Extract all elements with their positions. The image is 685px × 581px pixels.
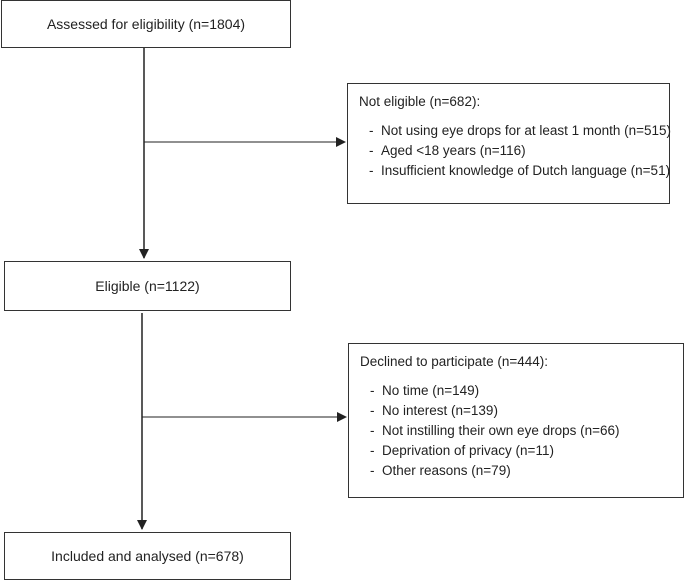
declined-box: Declined to participate (n=444): -No tim… — [348, 343, 684, 498]
list-marker: - — [369, 143, 374, 158]
list-marker: - — [370, 423, 375, 438]
list-marker: - — [370, 463, 375, 478]
reason-text: No interest (n=139) — [382, 403, 498, 418]
list-item: -No time (n=149) — [370, 381, 683, 401]
list-item: -No interest (n=139) — [370, 401, 683, 421]
not-eligible-box: Not eligible (n=682): -Not using eye dro… — [347, 83, 672, 204]
reason-text: Not using eye drops for at least 1 month… — [381, 123, 672, 138]
eligible-box: Eligible (n=1122) — [4, 261, 291, 311]
list-marker: - — [369, 163, 374, 178]
list-item: -Other reasons (n=79) — [370, 461, 683, 481]
reason-text: Deprivation of privacy (n=11) — [382, 443, 554, 458]
not-eligible-heading: Not eligible (n=682): — [359, 94, 481, 109]
list-item: -Deprivation of privacy (n=11) — [370, 441, 683, 461]
eligible-label: Eligible (n=1122) — [95, 278, 200, 294]
reason-text: Insufficient knowledge of Dutch language… — [381, 163, 671, 178]
not-eligible-reasons: -Not using eye drops for at least 1 mont… — [359, 121, 672, 181]
assessed-label: Assessed for eligibility (n=1804) — [46, 16, 246, 32]
included-label: Included and analysed (n=678) — [51, 548, 244, 564]
list-item: -Not using eye drops for at least 1 mont… — [369, 121, 672, 141]
included-box: Included and analysed (n=678) — [4, 532, 291, 580]
reason-text: Not instilling their own eye drops (n=66… — [382, 423, 620, 438]
list-marker: - — [370, 403, 375, 418]
reason-text: Other reasons (n=79) — [382, 463, 511, 478]
list-marker: - — [370, 383, 375, 398]
reason-text: Aged <18 years (n=116) — [381, 143, 526, 158]
declined-reasons: -No time (n=149) -No interest (n=139) -N… — [360, 381, 683, 481]
declined-heading: Declined to participate (n=444): — [360, 354, 548, 369]
list-item: -Not instilling their own eye drops (n=6… — [370, 421, 683, 441]
list-marker: - — [369, 123, 374, 138]
reason-text: No time (n=149) — [382, 383, 480, 398]
list-item: -Aged <18 years (n=116) — [369, 141, 669, 161]
list-marker: - — [370, 443, 375, 458]
assessed-box: Assessed for eligibility (n=1804) — [1, 0, 291, 48]
list-item: -Insufficient knowledge of Dutch languag… — [369, 161, 671, 181]
